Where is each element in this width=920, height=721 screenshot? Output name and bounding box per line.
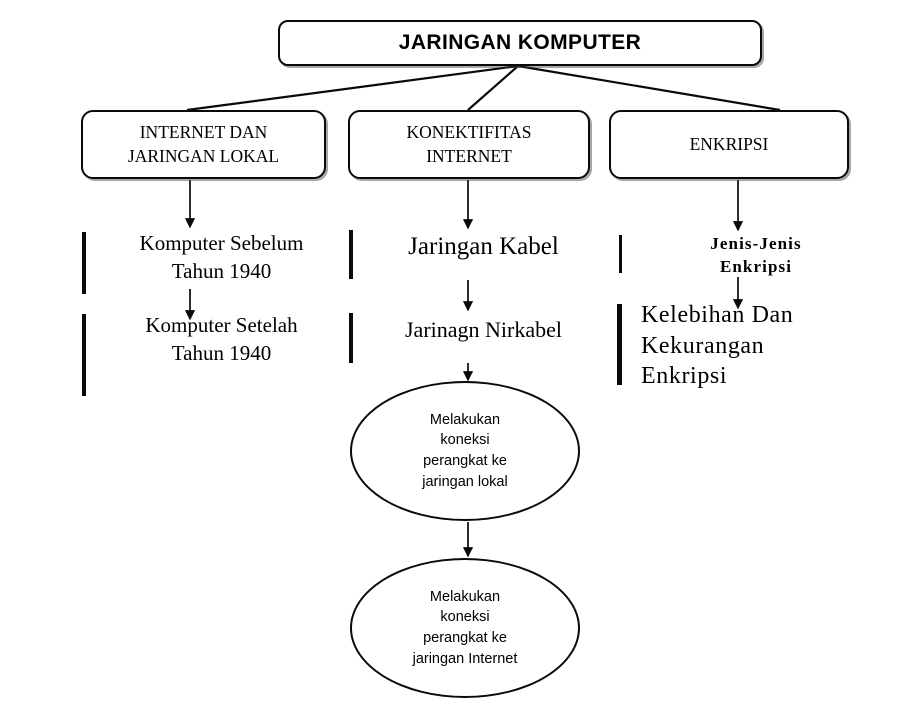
- leaf-jaringan-kabel[interactable]: Jaringan Kabel: [349, 230, 599, 280]
- node-enkripsi[interactable]: ENKRIPSI: [609, 110, 849, 179]
- node-internet-dan-jaringan-lokal[interactable]: INTERNET DAN JARINGAN LOKAL: [81, 110, 326, 179]
- leaf-komputer-sebelum-1940-label: Komputer Sebelum Tahun 1940: [139, 231, 304, 284]
- ellipse-koneksi-jaringan-internet-label: Melakukan koneksi perangkat ke jaringan …: [412, 588, 518, 667]
- node-jaringan-komputer[interactable]: JARINGAN KOMPUTER: [278, 20, 762, 66]
- leaf-jaringan-kabel-label: Jaringan Kabel: [408, 233, 559, 260]
- edge-root-to-konektifitas: [467, 65, 519, 111]
- edge-root-to-branches: [186, 64, 781, 112]
- edge-root-to-internet-lokal: [186, 64, 519, 112]
- node-konektifitas-internet-label: KONEKTIFITAS INTERNET: [406, 122, 532, 166]
- leaf-jenis-jenis-enkripsi[interactable]: Jenis-Jenis Enkripsi: [619, 234, 874, 276]
- ellipse-koneksi-jaringan-lokal[interactable]: Melakukan koneksi perangkat ke jaringan …: [350, 381, 580, 521]
- leaf-jenis-jenis-enkripsi-label: Jenis-Jenis Enkripsi: [710, 234, 802, 276]
- node-enkripsi-label: ENKRIPSI: [689, 133, 769, 154]
- edge-root-to-enkripsi: [517, 64, 781, 112]
- node-konektifitas-internet[interactable]: KONEKTIFITAS INTERNET: [348, 110, 590, 179]
- ellipse-koneksi-jaringan-lokal-label: Melakukan koneksi perangkat ke jaringan …: [422, 411, 508, 490]
- leaf-jarinagn-nirkabel-label: Jarinagn Nirkabel: [405, 317, 562, 342]
- leaf-jarinagn-nirkabel[interactable]: Jarinagn Nirkabel: [349, 313, 599, 364]
- leaf-komputer-setelah-1940[interactable]: Komputer Setelah Tahun 1940: [82, 311, 342, 397]
- leaf-komputer-setelah-1940-label: Komputer Setelah Tahun 1940: [145, 313, 298, 366]
- leaf-marker-bar-icon: [619, 235, 622, 273]
- leaf-kelebihan-dan-kekurangan-enkripsi-label: Kelebihan Dan Kekurangan Enkripsi: [641, 302, 794, 390]
- node-jaringan-komputer-label: JARINGAN KOMPUTER: [398, 31, 642, 54]
- leaf-kelebihan-dan-kekurangan-enkripsi[interactable]: Kelebihan Dan Kekurangan Enkripsi: [617, 302, 907, 389]
- leaf-marker-bar-icon: [82, 232, 86, 294]
- leaf-marker-bar-icon: [82, 314, 86, 396]
- leaf-marker-bar-icon: [617, 304, 622, 385]
- leaf-komputer-sebelum-1940[interactable]: Komputer Sebelum Tahun 1940: [82, 229, 342, 295]
- leaf-marker-bar-icon: [349, 313, 353, 363]
- leaf-marker-bar-icon: [349, 230, 353, 279]
- node-internet-dan-jaringan-lokal-label: INTERNET DAN JARINGAN LOKAL: [127, 122, 280, 166]
- ellipse-koneksi-jaringan-internet[interactable]: Melakukan koneksi perangkat ke jaringan …: [350, 558, 580, 698]
